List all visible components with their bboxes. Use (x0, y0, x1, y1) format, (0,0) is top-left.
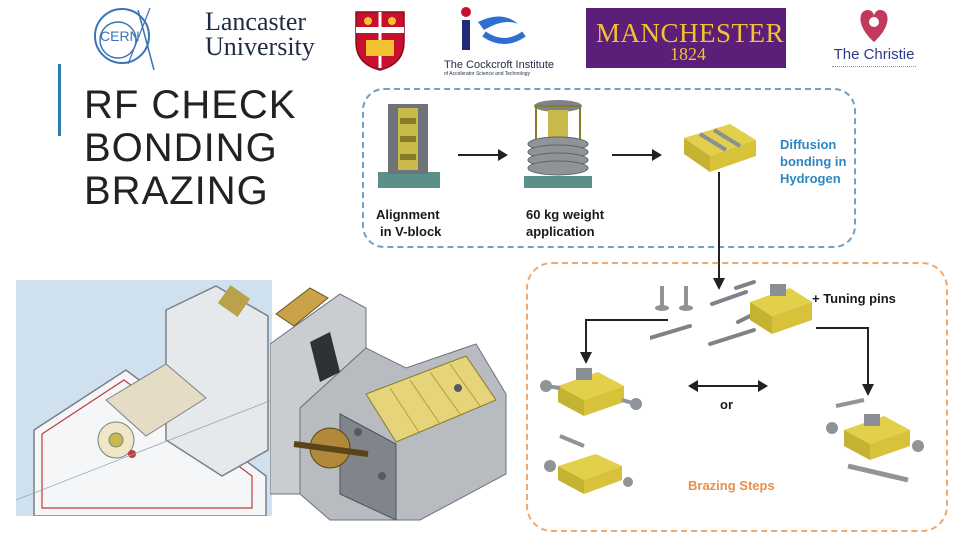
diffusion-label-line-3: Hydrogen (780, 171, 841, 186)
brazing-assembly-c-image (826, 398, 924, 483)
assembled-structure-image (750, 284, 812, 334)
alignment-fixture-image (378, 104, 440, 188)
alignment-label-line-2: in V-block (380, 224, 442, 239)
diffusion-label-line-1: Diffusion (780, 137, 837, 152)
weight-label-line-1: 60 kg weight (526, 207, 605, 222)
bonded-structure-image (684, 124, 756, 172)
cockcroft-logo: The Cockcroft Institute of Accelerator S… (444, 4, 562, 77)
manchester-logo-text: MANCHESTER (596, 18, 785, 48)
arrow-branch-right-icon (816, 327, 874, 396)
cern-logo: CERN (88, 4, 158, 72)
cockcroft-logo-subtext: of Accelerator Science and Technology (444, 71, 531, 77)
weight-stack-image (524, 100, 592, 188)
christie-logo-text: The Christie (833, 46, 915, 63)
arrow-right-icon (612, 149, 662, 161)
title-line-3: BRAZING (84, 169, 269, 213)
lancaster-crest-icon (352, 8, 408, 72)
tuning-pins-image (650, 280, 756, 346)
lancaster-line-2: University (205, 32, 315, 61)
cockcroft-logo-text: The Cockcroft Institute (444, 59, 555, 71)
cad-fixture-3d-image (270, 287, 507, 521)
slide-title: RF CHECK BONDING BRAZING (84, 84, 296, 213)
double-arrow-icon (688, 380, 768, 392)
christie-logo: The Christie (826, 6, 922, 72)
arrow-branch-left-icon (580, 319, 668, 364)
tuning-pins-label: + Tuning pins (812, 291, 896, 306)
diffusion-label: Diffusion bonding in Hydrogen (780, 136, 846, 187)
weight-label-line-2: application (526, 224, 595, 239)
title-line-1: RF CHECK (84, 83, 297, 127)
manchester-year: 1824 (670, 44, 706, 64)
manchester-logo: MANCHESTER 1824 (586, 8, 786, 68)
weight-label: 60 kg weight application (526, 206, 604, 240)
brazing-assembly-a-image (540, 368, 642, 416)
arrow-down-icon (713, 172, 725, 290)
or-label: or (720, 397, 733, 412)
cad-section-drawing-image (16, 280, 272, 516)
diffusion-label-line-2: bonding in (780, 154, 847, 169)
cern-logo-text: CERN (100, 28, 140, 44)
title-line-2: BONDING (84, 126, 278, 170)
lancaster-line-1: Lancaster (205, 7, 307, 36)
lancaster-logo: Lancaster University (205, 7, 350, 62)
alignment-label-line-1: Alignment (376, 207, 440, 222)
brazing-steps-label: Brazing Steps (688, 478, 775, 493)
title-accent-bar (58, 64, 61, 136)
brazing-panel (526, 262, 948, 532)
brazing-assembly-b-image (544, 434, 633, 494)
alignment-label: Alignment in V-block (376, 206, 441, 240)
christie-tagline-decor (832, 66, 916, 69)
arrow-right-icon (458, 149, 508, 161)
diffusion-bonding-panel (362, 88, 856, 248)
